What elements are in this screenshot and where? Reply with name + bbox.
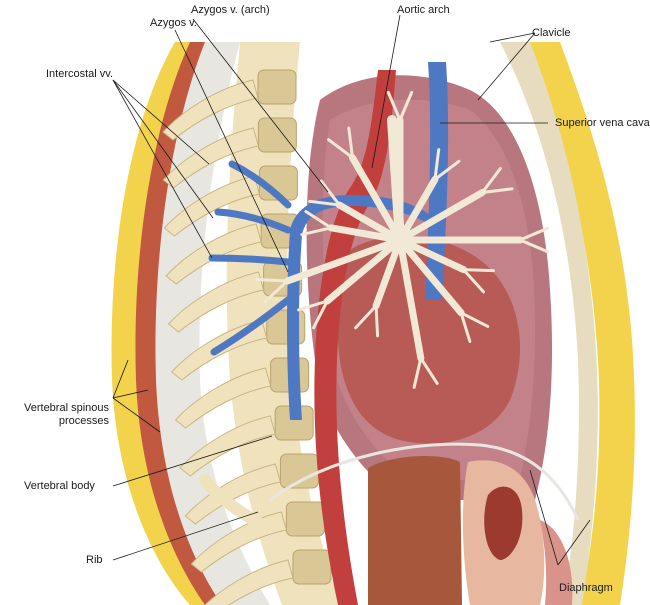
bronchus: [349, 154, 404, 244]
bronchiole: [319, 179, 341, 207]
bronchus: [327, 224, 404, 244]
bronchiole: [255, 278, 289, 283]
label-azygos-arch: Azygos v. (arch): [191, 4, 270, 16]
bronchial-tree: [255, 90, 550, 389]
bronchiole: [461, 268, 486, 294]
spinous-process: [184, 463, 282, 525]
vertebral-body: [257, 69, 297, 105]
label-aortic-arch: Aortic arch: [397, 4, 450, 16]
bronchiole: [327, 138, 354, 160]
vertebral-body: [292, 549, 332, 585]
chest-wall-layer: [500, 42, 598, 605]
rib: [199, 474, 268, 531]
bronchiole: [374, 304, 380, 338]
spinous-process: [204, 559, 294, 605]
liver: [368, 456, 462, 605]
label-svc: Superior vena cava: [555, 117, 650, 129]
label-intercostal: Intercostal vv.: [46, 68, 114, 80]
bronchus: [396, 189, 486, 244]
bronchiole: [480, 187, 514, 194]
diaphragm-line: [269, 442, 580, 521]
label-vertebral-body: Vertebral body: [24, 480, 95, 492]
label-spinous-1: Vertebral spinous: [24, 402, 109, 414]
bronchiole: [433, 148, 441, 181]
bronchiole: [354, 304, 378, 330]
spinous-process: [179, 415, 276, 477]
abdominal-organ: [540, 520, 573, 605]
leader-lines: [112, 14, 591, 566]
bronchiole: [480, 167, 502, 194]
aorta: [314, 70, 396, 605]
spinous-process: [174, 367, 272, 429]
intercostal-vein: [210, 296, 292, 356]
bronchiole: [459, 311, 472, 343]
back-skin-layer: [111, 42, 235, 605]
bronchiole: [459, 311, 490, 328]
bronchiole: [461, 268, 495, 273]
bronchiole: [312, 299, 329, 330]
vertebral-body: [257, 117, 297, 153]
bronchus: [335, 201, 404, 244]
label-rib: Rib: [86, 554, 103, 566]
bronchiole: [412, 356, 423, 389]
bronchiole: [518, 226, 550, 242]
spinous-process: [165, 223, 262, 285]
back-muscle-layer: [135, 42, 222, 605]
bronchiole: [398, 90, 414, 122]
chest-skin-layer: [520, 42, 635, 605]
spinous-process: [163, 175, 261, 237]
bronchus: [396, 175, 439, 244]
bronchiole: [300, 226, 333, 237]
bronchiole: [419, 356, 439, 385]
spinous-process: [162, 79, 259, 141]
intercostal-vein: [208, 254, 292, 266]
azygos-vein: [287, 195, 432, 420]
bronchiole: [518, 238, 550, 254]
vertebral-body: [285, 501, 325, 537]
intercostal-veins: [208, 160, 292, 356]
bronchiole: [433, 159, 461, 181]
label-spinous-2: processes: [58, 415, 109, 427]
bronchus: [396, 236, 425, 362]
bronchus: [396, 236, 467, 274]
bronchus: [323, 236, 404, 305]
spinous-process: [162, 127, 259, 189]
label-azygos: Azygos v.: [150, 17, 197, 29]
label-diaphragm: Diaphragm: [559, 582, 613, 594]
label-clavicle: Clavicle: [532, 27, 571, 39]
bronchiole: [304, 210, 333, 230]
bronchiole: [308, 199, 341, 207]
bronchiole: [347, 126, 354, 160]
bronchus: [372, 236, 404, 310]
bronchiole: [386, 90, 402, 122]
bronchus: [396, 236, 465, 317]
bronchiole: [263, 279, 289, 303]
bronchus: [283, 236, 404, 285]
spinous-process: [167, 271, 265, 333]
intercostal-vein: [214, 208, 292, 234]
intercostal-vein: [228, 160, 292, 209]
stomach-lumen: [484, 486, 523, 560]
bronchiole: [297, 299, 329, 312]
